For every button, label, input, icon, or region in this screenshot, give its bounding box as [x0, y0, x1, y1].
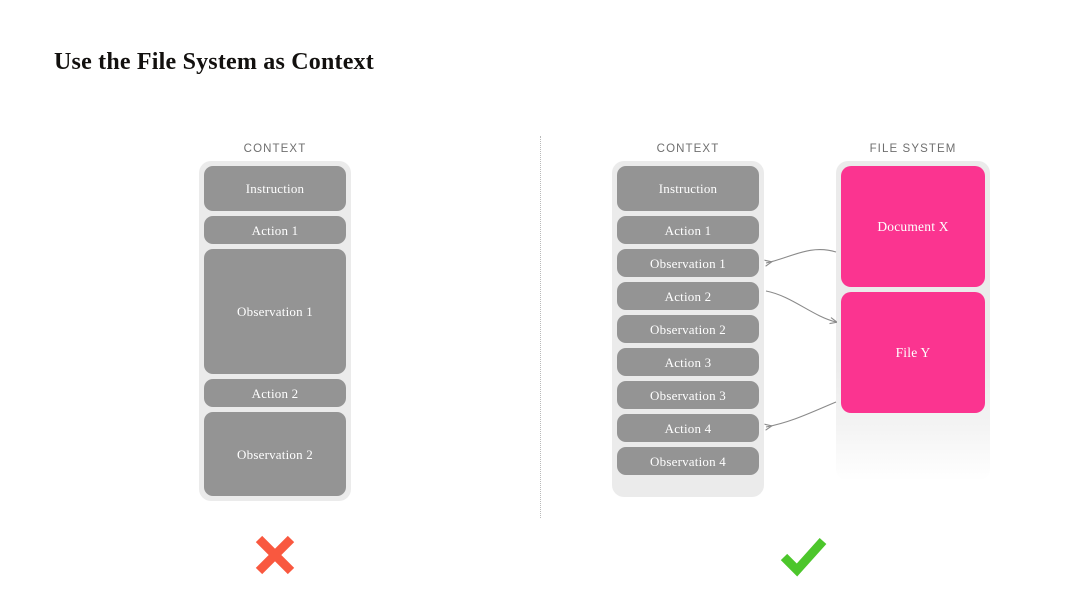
block-label: Observation 2 — [237, 446, 313, 462]
context-block: Observation 1 — [204, 249, 346, 374]
context-block: Action 4 — [617, 414, 759, 442]
block-label: Action 4 — [664, 420, 712, 436]
file-block: Document X — [841, 166, 985, 287]
context-block: Observation 4 — [617, 447, 759, 475]
block-label: Observation 1 — [650, 255, 726, 271]
context-block: Instruction — [617, 166, 759, 211]
context-block: Action 2 — [204, 379, 346, 407]
block-label: Instruction — [245, 181, 305, 196]
context-block: Action 1 — [617, 216, 759, 244]
context-block: Action 2 — [617, 282, 759, 310]
block-label: Instruction — [658, 181, 718, 196]
connector-action2-to-filey — [765, 290, 836, 322]
panel-divider — [540, 136, 541, 518]
context-block: Observation 2 — [617, 315, 759, 343]
connector-documentx-to-observation1 — [766, 249, 837, 263]
file-system-stack: Document X File Y — [836, 161, 990, 481]
block-label: Action 2 — [251, 385, 299, 401]
right-context-header: CONTEXT — [656, 143, 720, 155]
context-block: Instruction — [204, 166, 346, 211]
block-label: Observation 4 — [650, 453, 726, 469]
check-mark-icon — [780, 537, 827, 577]
block-label: Observation 1 — [237, 304, 313, 319]
block-label: Action 1 — [251, 222, 299, 238]
block-label: File Y — [895, 344, 931, 360]
context-block: Action 3 — [617, 348, 759, 376]
file-block: File Y — [841, 292, 985, 413]
context-block: Observation 2 — [204, 412, 346, 496]
cross-mark-icon — [255, 535, 295, 575]
context-block: Action 1 — [204, 216, 346, 244]
left-context-header: CONTEXT — [243, 143, 307, 155]
block-label: Observation 2 — [650, 321, 726, 337]
block-label: Action 1 — [664, 222, 712, 238]
context-block: Observation 3 — [617, 381, 759, 409]
file-system-header: FILE SYSTEM — [869, 143, 957, 155]
page-title: Use the File System as Context — [54, 49, 374, 75]
block-label: Document X — [877, 218, 949, 234]
connector-filey-to-action4 — [766, 401, 837, 427]
block-label: Action 3 — [664, 354, 712, 370]
context-block: Observation 1 — [617, 249, 759, 277]
block-label: Action 2 — [664, 288, 712, 304]
block-label: Observation 3 — [650, 387, 726, 403]
